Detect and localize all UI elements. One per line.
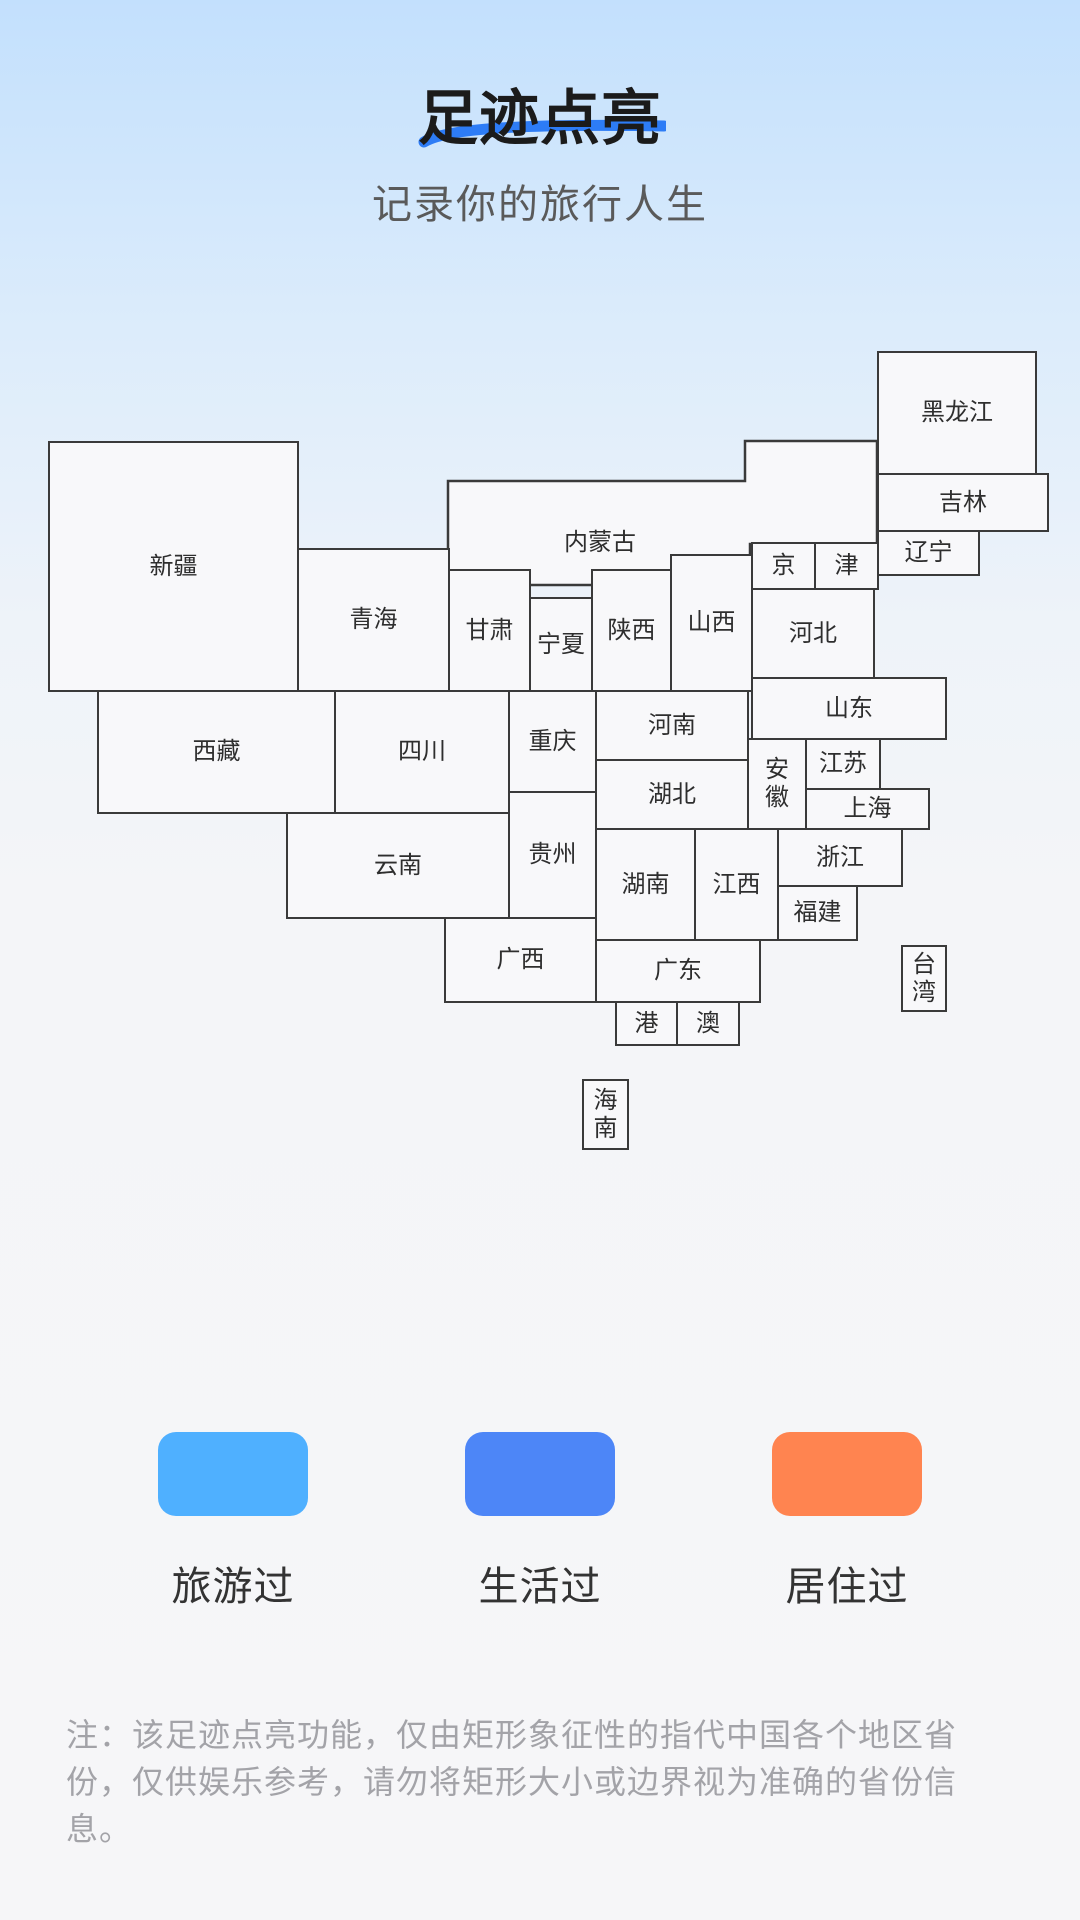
province-ningxia[interactable]: 宁夏: [529, 597, 593, 692]
legend-swatch-resided: [772, 1432, 922, 1516]
header: 足迹点亮: [0, 70, 1080, 157]
page-title: 足迹点亮: [418, 84, 662, 154]
province-xizang[interactable]: 西藏: [97, 690, 336, 814]
province-henan[interactable]: 河南: [595, 690, 749, 761]
province-zhejiang[interactable]: 浙江: [777, 828, 903, 887]
province-guizhou[interactable]: 贵州: [508, 791, 597, 919]
province-anhui[interactable]: 安徽: [747, 738, 807, 830]
province-jiangsu[interactable]: 江苏: [805, 738, 881, 790]
province-map: 内蒙古 黑龙江 吉林 辽宁 新疆 青海 甘肃 宁夏 陕西 山西 京 津 河北 山…: [48, 351, 1049, 1150]
province-shaanxi[interactable]: 陕西: [591, 569, 672, 692]
page-subtitle: 记录你的旅行人生: [372, 182, 708, 228]
province-taiwan[interactable]: 台湾: [901, 945, 947, 1012]
province-fujian[interactable]: 福建: [777, 885, 858, 941]
province-liaoning[interactable]: 辽宁: [877, 530, 980, 576]
title-underline-decoration: [418, 119, 666, 148]
legend-traveled[interactable]: 旅游过: [153, 1432, 313, 1612]
legend-label-resided: 居住过: [785, 1564, 909, 1610]
province-shandong[interactable]: 山东: [751, 677, 947, 740]
province-qinghai[interactable]: 青海: [297, 548, 450, 692]
province-macau[interactable]: 澳: [676, 1001, 740, 1046]
province-hunan[interactable]: 湖南: [595, 828, 696, 941]
province-xinjiang[interactable]: 新疆: [48, 441, 299, 692]
province-shanghai[interactable]: 上海: [805, 788, 930, 830]
province-shanxi[interactable]: 山西: [670, 554, 753, 692]
province-gansu[interactable]: 甘肃: [448, 569, 531, 692]
province-chongqing[interactable]: 重庆: [508, 690, 597, 793]
province-beijing[interactable]: 京: [751, 542, 816, 590]
province-heilongjiang[interactable]: 黑龙江: [877, 351, 1037, 475]
legend-label-lived: 生活过: [478, 1564, 602, 1610]
province-hongkong[interactable]: 港: [615, 1001, 678, 1046]
province-yunnan[interactable]: 云南: [286, 812, 510, 919]
province-hainan[interactable]: 海南: [582, 1079, 629, 1150]
province-hebei[interactable]: 河北: [751, 588, 875, 679]
province-guangxi[interactable]: 广西: [444, 917, 597, 1003]
province-hubei[interactable]: 湖北: [595, 759, 749, 830]
province-jilin[interactable]: 吉林: [877, 473, 1049, 532]
legend-lived[interactable]: 生活过: [460, 1432, 620, 1612]
legend-label-traveled: 旅游过: [171, 1564, 295, 1610]
legend-swatch-lived: [465, 1432, 615, 1516]
legend-swatch-traveled: [158, 1432, 308, 1516]
province-jiangxi[interactable]: 江西: [694, 828, 779, 941]
province-label-neimenggu: 内蒙古: [564, 528, 636, 556]
province-sichuan[interactable]: 四川: [334, 690, 510, 814]
province-tianjin[interactable]: 津: [814, 542, 879, 590]
disclaimer-note: 注：该足迹点亮功能，仅由矩形象征性的指代中国各个地区省份，仅供娱乐参考，请勿将矩…: [66, 1716, 958, 1848]
province-guangdong[interactable]: 广东: [595, 939, 761, 1003]
legend-resided[interactable]: 居住过: [767, 1432, 927, 1612]
